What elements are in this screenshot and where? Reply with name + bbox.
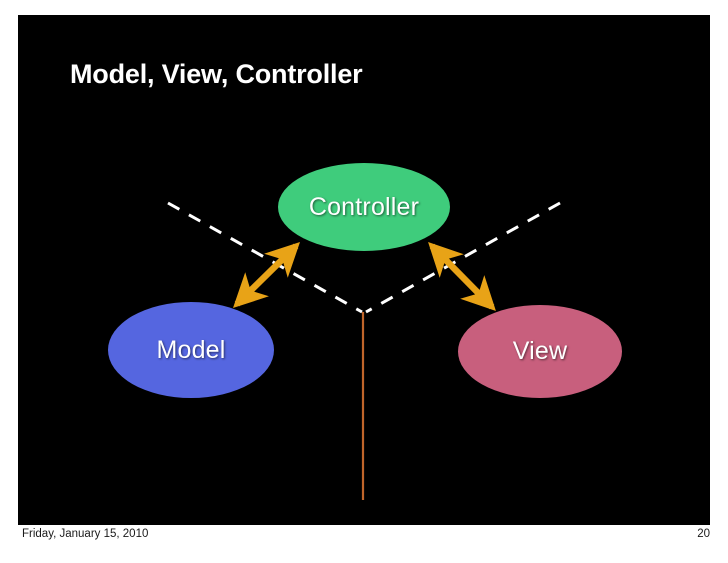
page-title: Model, View, Controller [70, 59, 363, 89]
node-controller[interactable]: Controller [278, 163, 450, 251]
model-controller-arrow [232, 242, 301, 308]
node-view[interactable]: View [458, 305, 622, 398]
controller-view-arrow [428, 241, 496, 312]
node-model-label: Model [156, 335, 226, 364]
mvc-diagram: Controller Model View [18, 15, 710, 525]
slide-footer: Friday, January 15, 2010 20 [0, 528, 728, 550]
diagram-canvas [167, 201, 561, 500]
footer-page-number: 20 [697, 528, 710, 540]
footer-date: Friday, January 15, 2010 [22, 528, 149, 540]
node-model[interactable]: Model [108, 302, 274, 398]
node-view-label: View [512, 337, 568, 365]
node-controller-label: Controller [308, 192, 420, 221]
slide-surface: Model, View, Controller [18, 15, 710, 525]
